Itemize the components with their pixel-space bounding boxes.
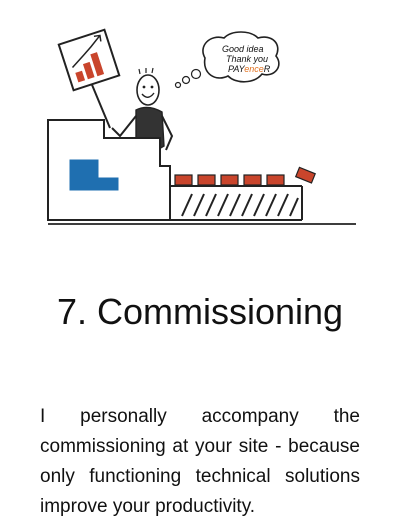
commissioning-illustration: Good idea Thank you PAYenceR — [47, 28, 356, 225]
chart-sign — [57, 28, 121, 129]
box — [174, 174, 193, 186]
box — [220, 174, 239, 186]
bubble-line-2: Thank you — [226, 54, 268, 64]
box — [294, 166, 316, 184]
bubble-line-1: Good idea — [222, 44, 264, 54]
box — [197, 174, 216, 186]
box — [266, 174, 285, 186]
box — [243, 174, 262, 186]
thought-bubble: Good idea Thank you PAYenceR — [174, 31, 280, 89]
conveyor-boxes — [174, 166, 316, 186]
bubble-brand: PAYenceR — [228, 64, 271, 74]
step-title: 7. Commissioning — [56, 291, 344, 332]
conveyor-hatch — [181, 193, 299, 217]
machine — [47, 119, 356, 225]
step-description: I personally accompany the commissioning… — [40, 406, 360, 517]
